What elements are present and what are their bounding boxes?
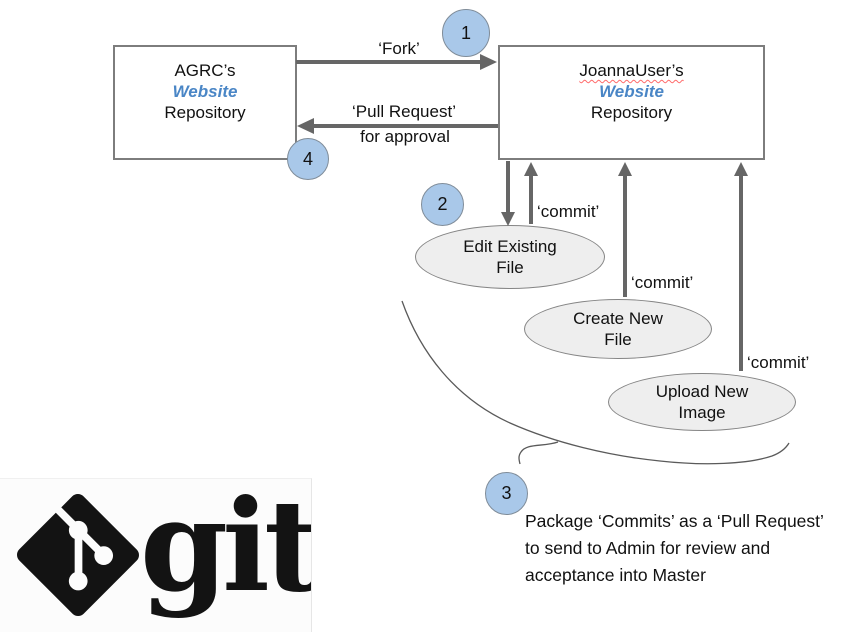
repo-box-agrc: AGRC’s Website Repository (113, 45, 297, 160)
git-logo-wordmark: git (140, 478, 312, 620)
commit-label-create: ‘commit’ (631, 273, 694, 292)
ellipse-edit-line1: Edit Existing (463, 237, 557, 256)
commit-arrow-create (618, 162, 632, 297)
ellipse-create-new-file: Create New File (524, 299, 712, 359)
git-logo-mark-icon (17, 494, 139, 616)
pull-request-sublabel: for approval (360, 127, 450, 146)
commit-arrow-upload (734, 162, 748, 371)
step3-note-line1: Package ‘Commits’ as a ‘Pull Request’ (525, 511, 824, 531)
commit-arrow-edit (524, 162, 538, 224)
step-circle-1: 1 (442, 9, 490, 57)
agrc-repository-label: Repository (164, 103, 246, 122)
fork-label: ‘Fork’ (378, 39, 420, 58)
step-circle-3: 3 (485, 472, 528, 515)
step-circle-4: 4 (287, 138, 329, 180)
step3-note-line3: acceptance into Master (525, 565, 706, 585)
joannauser-owner-label: JoannaUser’s (579, 61, 684, 80)
step3-note: Package ‘Commits’ as a ‘Pull Request’ to… (525, 508, 824, 589)
edit-down-arrow (501, 161, 515, 226)
joannauser-repository-label: Repository (590, 103, 673, 122)
ellipse-upload-line2: Image (678, 403, 726, 422)
ellipse-upload-new-image: Upload New Image (608, 373, 796, 431)
agrc-owner-label: AGRC’s (174, 61, 236, 80)
commit-label-edit: ‘commit’ (537, 202, 600, 221)
ellipse-create-line1: Create New (573, 309, 663, 328)
step-circle-2: 2 (421, 183, 464, 226)
commit-label-upload: ‘commit’ (747, 353, 810, 372)
repo-box-joannauser: JoannaUser’s Website Repository (498, 45, 765, 160)
git-logo: git (0, 478, 312, 632)
ellipse-edit-line2: File (496, 258, 524, 277)
ellipse-upload-line1: Upload New (655, 382, 749, 401)
joannauser-website-label: Website (599, 82, 664, 101)
step3-note-line2: to send to Admin for review and (525, 538, 771, 558)
pull-request-label: ‘Pull Request’ (352, 102, 456, 121)
ellipse-edit-existing-file: Edit Existing File (415, 225, 605, 289)
agrc-website-label: Website (172, 82, 238, 101)
ellipse-create-line2: File (604, 330, 632, 349)
